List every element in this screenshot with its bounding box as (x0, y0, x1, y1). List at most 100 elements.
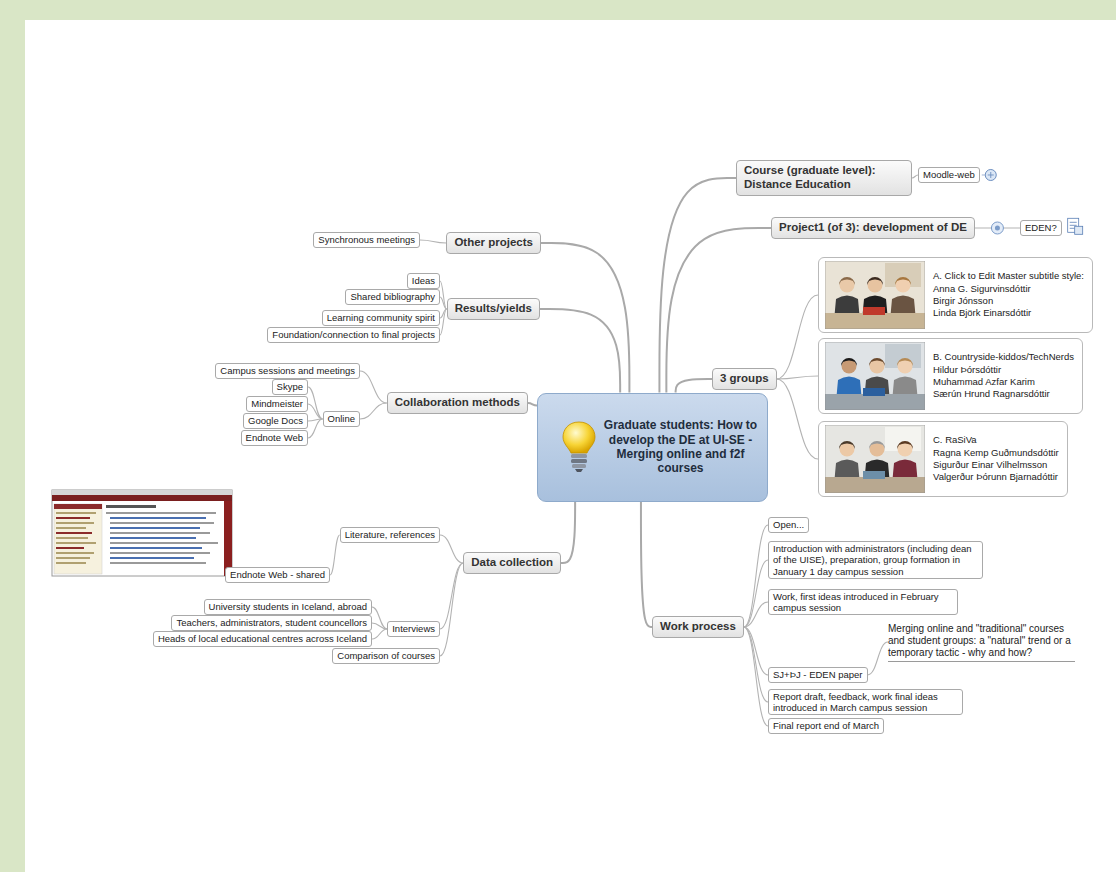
link-icon (982, 169, 997, 180)
attachment-icon (1075, 226, 1083, 234)
screenshot-thumbnail (110, 522, 214, 524)
node-text: Introduction with administrators (includ… (773, 543, 978, 577)
subtopic: Shared bibliography (345, 289, 440, 304)
subtopic: Open... (768, 517, 809, 532)
node-text: Literature, references (345, 529, 435, 540)
screenshot-thumbnail (54, 504, 102, 509)
group-photo (842, 359, 857, 374)
branch-connector (528, 403, 537, 406)
subtopic: Synchronous meetings (313, 232, 420, 247)
group-photo (825, 425, 925, 493)
group-photo (825, 477, 925, 493)
branch-connector (372, 623, 387, 629)
group-photo (869, 441, 885, 449)
subtopic: Teachers, administrators, student counce… (171, 615, 372, 630)
branch-connector (744, 627, 768, 726)
screenshot-thumbnail (110, 547, 202, 549)
main-topic: Course (graduate level): Distance Educat… (736, 160, 912, 196)
group-photo (870, 359, 885, 374)
subtopic: Work, first ideas introduced in February… (768, 589, 958, 616)
group-photo (863, 471, 885, 479)
branch-connector (440, 535, 463, 563)
node-text: Birgir Jónsson (933, 295, 1084, 307)
branch-connector (440, 563, 463, 629)
subtopic: Campus sessions and meetings (215, 363, 360, 378)
node-text: Work process (660, 620, 736, 634)
node-text: Ragna Kemp Guðmundsdóttir (933, 447, 1059, 459)
node-text: Learning community spirit (327, 312, 435, 323)
screenshot-thumbnail (56, 557, 90, 559)
screenshot-thumbnail (56, 522, 94, 524)
group-photo (898, 359, 913, 374)
group-photo (897, 358, 913, 366)
node-text: C. RaSiVa (933, 434, 1059, 446)
screenshot-thumbnail (106, 505, 156, 508)
link-icon (985, 169, 996, 180)
node-text: Course (graduate level): Distance Educat… (744, 164, 904, 192)
node-text: Skype (277, 381, 303, 392)
branch-connector (777, 376, 818, 379)
group-photo (863, 307, 885, 315)
subtopic: Mindmeister (246, 396, 308, 411)
group-photo (825, 342, 925, 410)
subtopic: Literature, references (340, 527, 440, 542)
group-photo (825, 425, 925, 493)
screenshot-thumbnail (54, 504, 102, 574)
branch-connector (540, 309, 620, 393)
screenshot-thumbnail (52, 490, 232, 576)
branch-connector (308, 419, 323, 438)
group-photo (895, 277, 911, 285)
group-photo (825, 261, 925, 329)
branch-connector (420, 240, 446, 243)
group-photo (825, 261, 925, 329)
branch-connector (744, 525, 768, 627)
lightbulb-icon (571, 459, 587, 463)
node-text: Mindmeister (251, 398, 303, 409)
node-text: Ideas (412, 275, 435, 286)
branch-connector (676, 379, 712, 393)
branch-connector (868, 642, 889, 675)
screenshot-thumbnail (110, 527, 200, 529)
screenshot-thumbnail (110, 517, 206, 519)
group-photo (825, 342, 925, 410)
subtopic: Comparison of courses (332, 648, 440, 663)
node-text: A. Click to Edit Master subtitle style: (933, 270, 1084, 282)
screenshot-thumbnail (56, 562, 86, 564)
group-photo (839, 441, 855, 449)
screenshot-thumbnail (110, 552, 210, 554)
screenshot-thumbnail (56, 547, 84, 549)
subtopic: Foundation/connection to final projects (267, 327, 440, 342)
group-box: C. RaSiVaRagna Kemp GuðmundsdóttirSigurð… (818, 421, 1068, 497)
subtopic: Moodle-web (918, 167, 980, 182)
node-text: University students in Iceland, abroad (209, 601, 367, 612)
group-box: B. Countryside-kiddos/TechNerdsHildur Þó… (818, 338, 1083, 414)
group-box: A. Click to Edit Master subtitle style:A… (818, 257, 1093, 333)
node-text: B. Countryside-kiddos/TechNerds (933, 351, 1074, 363)
node-text: Teachers, administrators, student counce… (176, 617, 367, 628)
screenshot-thumbnail (56, 532, 92, 534)
screenshot-thumbnail (110, 542, 218, 544)
screenshot-thumbnail (52, 490, 232, 495)
node-text: Interviews (392, 623, 435, 634)
node-text: Moodle-web (923, 169, 975, 180)
screenshot-thumbnail (56, 512, 96, 514)
branch-connector (777, 295, 818, 379)
group-photo (869, 358, 885, 366)
branch-connector (308, 404, 323, 419)
subtopic: Endnote Web (241, 430, 308, 445)
group-photo (839, 277, 855, 285)
node-text: Results/yields (455, 302, 532, 316)
node-text: Data collection (471, 556, 553, 570)
main-topic: 3 groups (712, 368, 777, 390)
node-text: EDEN? (1025, 222, 1057, 233)
node-text: Synchronous meetings (318, 234, 415, 245)
subtopic: SJ+ÞJ - EDEN paper (768, 667, 868, 682)
main-topic: Work process (652, 616, 744, 638)
node-text: Work, first ideas introduced in February… (773, 591, 953, 614)
note-topic: Merging online and "traditional" courses… (888, 623, 1075, 662)
collapse-icon (991, 222, 1003, 234)
branch-connector (372, 629, 387, 639)
screenshot-thumbnail (110, 537, 196, 539)
branch-connector (308, 387, 323, 419)
group-photo (841, 358, 857, 366)
